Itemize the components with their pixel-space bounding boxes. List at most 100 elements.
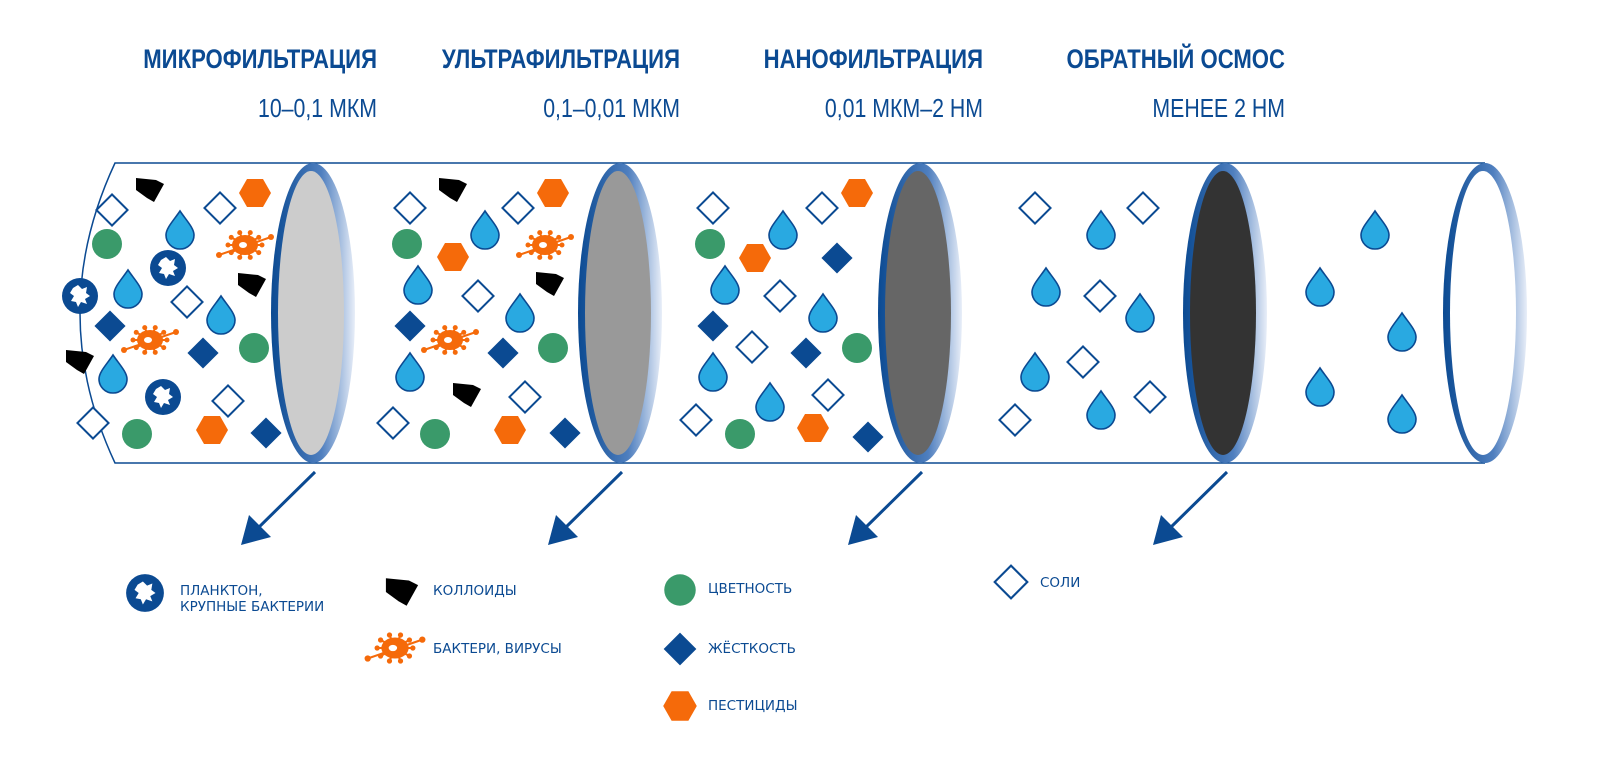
reject-arrows bbox=[241, 470, 1229, 545]
drop-icon bbox=[1305, 366, 1335, 407]
salt-icon bbox=[998, 403, 1032, 437]
drop-icon bbox=[395, 351, 425, 392]
salt-icon bbox=[508, 380, 542, 414]
membrane-micro bbox=[271, 163, 355, 463]
colloid-icon bbox=[385, 578, 419, 606]
salt-icon bbox=[1083, 279, 1117, 313]
drop-icon bbox=[165, 209, 195, 250]
drop-icon bbox=[768, 209, 798, 250]
legend: ПЛАНКТОН, КРУПНЫЕ БАКТЕРИИ КОЛЛОИДЫ БАКТ… bbox=[126, 564, 1080, 721]
plankton-icon bbox=[150, 250, 186, 286]
stage-title-micro: МИКРОФИЛЬТРАЦИЯ bbox=[143, 45, 377, 75]
color-icon bbox=[239, 333, 269, 363]
hardness-icon bbox=[394, 310, 426, 342]
color-icon bbox=[392, 229, 422, 259]
hardness-icon bbox=[250, 417, 282, 449]
plankton-icon bbox=[62, 278, 98, 314]
stage-range-ro: МЕНЕЕ 2 НМ bbox=[1152, 94, 1285, 124]
pesticide-icon bbox=[239, 179, 271, 207]
plankton-icon bbox=[126, 574, 164, 612]
salt-icon bbox=[376, 406, 410, 440]
drop-icon bbox=[698, 351, 728, 392]
membrane-ro bbox=[1183, 163, 1267, 463]
pesticide-icon bbox=[537, 179, 569, 207]
salt-icon bbox=[1126, 191, 1160, 225]
colloid-icon bbox=[238, 273, 266, 297]
plankton-icon bbox=[145, 379, 181, 415]
colloid-icon bbox=[66, 350, 94, 374]
hardness-icon bbox=[790, 337, 822, 369]
drop-icon bbox=[1086, 389, 1116, 430]
stage-headings: МИКРОФИЛЬТРАЦИЯ 10–0,1 МКМ УЛЬТРАФИЛЬТРА… bbox=[143, 44, 1285, 124]
virus-icon bbox=[216, 230, 274, 260]
arrow-icon bbox=[548, 470, 624, 545]
pesticide-icon bbox=[841, 179, 873, 207]
pesticide-icon bbox=[494, 416, 526, 444]
hardness-icon bbox=[94, 310, 126, 342]
drop-icon bbox=[113, 268, 143, 309]
hardness-icon bbox=[187, 337, 219, 369]
salt-icon bbox=[805, 191, 839, 225]
hardness-icon bbox=[852, 421, 884, 453]
virus-icon bbox=[421, 325, 479, 355]
pesticide-icon bbox=[663, 691, 697, 721]
stage-title-nano: НАНОФИЛЬТРАЦИЯ bbox=[764, 45, 983, 75]
drop-icon bbox=[505, 292, 535, 333]
drop-icon bbox=[710, 264, 740, 305]
legend-salts-label: СОЛИ bbox=[1040, 575, 1080, 591]
legend-pesticides-label: ПЕСТИЦИДЫ bbox=[708, 698, 798, 714]
membrane-outlet bbox=[1443, 163, 1527, 463]
salt-icon bbox=[811, 378, 845, 412]
drop-icon bbox=[98, 353, 128, 394]
salt-icon bbox=[76, 406, 110, 440]
legend-plankton-label-2: КРУПНЫЕ БАКТЕРИИ bbox=[180, 599, 324, 615]
salt-icon bbox=[679, 403, 713, 437]
salt-icon bbox=[501, 191, 535, 225]
salt-icon bbox=[393, 191, 427, 225]
color-icon bbox=[538, 333, 568, 363]
membrane-nano bbox=[878, 163, 962, 463]
legend-hardness-label: ЖЁСТКОСТЬ bbox=[708, 639, 796, 657]
color-icon bbox=[695, 229, 725, 259]
salt-icon bbox=[993, 564, 1029, 600]
drop-icon bbox=[206, 294, 236, 335]
arrow-icon bbox=[848, 470, 924, 545]
hardness-icon bbox=[549, 417, 581, 449]
virus-icon bbox=[364, 632, 426, 664]
hardness-icon bbox=[487, 337, 519, 369]
drop-icon bbox=[403, 264, 433, 305]
legend-colloids-label: КОЛЛОИДЫ bbox=[433, 583, 517, 599]
drop-icon bbox=[1387, 393, 1417, 434]
drop-icon bbox=[1020, 351, 1050, 392]
pesticide-icon bbox=[196, 416, 228, 444]
hardness-icon bbox=[821, 242, 853, 274]
salt-icon bbox=[170, 285, 204, 319]
legend-color-label: ЦВЕТНОСТЬ bbox=[708, 581, 792, 597]
color-icon bbox=[420, 419, 450, 449]
pesticide-icon bbox=[437, 243, 469, 271]
hardness-icon bbox=[697, 310, 729, 342]
stage-range-nano: 0,01 МКМ–2 НМ bbox=[825, 94, 983, 124]
colloid-icon bbox=[536, 272, 564, 296]
drop-icon bbox=[1360, 209, 1390, 250]
colloid-icon bbox=[439, 178, 467, 202]
hardness-icon bbox=[663, 632, 697, 666]
salt-icon bbox=[1133, 380, 1167, 414]
drop-icon bbox=[1031, 266, 1061, 307]
stage-title-ultra: УЛЬТРАФИЛЬТРАЦИЯ bbox=[442, 45, 680, 75]
salt-icon bbox=[696, 191, 730, 225]
color-icon bbox=[725, 419, 755, 449]
arrow-icon bbox=[241, 470, 317, 545]
pesticide-icon bbox=[739, 244, 771, 272]
legend-plankton-label-1: ПЛАНКТОН, bbox=[180, 583, 263, 599]
salt-icon bbox=[203, 191, 237, 225]
salt-icon bbox=[211, 384, 245, 418]
drop-icon bbox=[1387, 311, 1417, 352]
drop-icon bbox=[470, 209, 500, 250]
salt-icon bbox=[763, 279, 797, 313]
color-icon bbox=[122, 419, 152, 449]
salt-icon bbox=[1018, 191, 1052, 225]
salt-icon bbox=[735, 330, 769, 364]
stage-title-ro: ОБРАТНЫЙ ОСМОС bbox=[1066, 44, 1285, 75]
